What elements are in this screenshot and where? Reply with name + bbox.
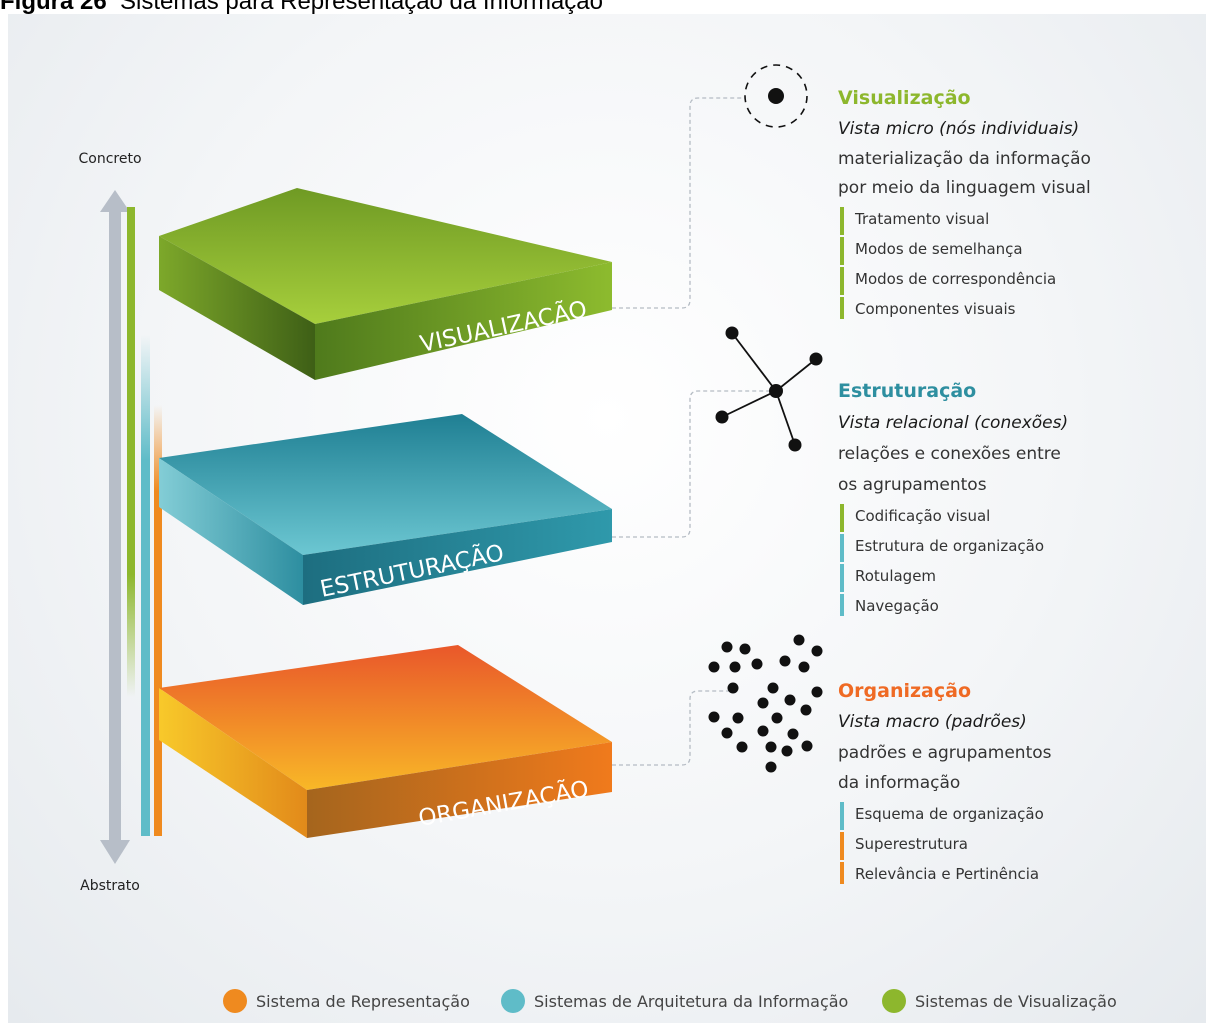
layer-top-face <box>159 188 612 324</box>
axis-shaft <box>109 208 121 848</box>
panel-desc-line: relações e conexões entre <box>838 444 1061 464</box>
connector-organizacao <box>612 690 740 766</box>
layer-top-face <box>159 645 612 790</box>
item-marker <box>840 207 844 235</box>
orange-system-bar <box>154 405 162 836</box>
panel-organizacao: Organização Vista macro (padrões) padrõe… <box>838 680 1052 884</box>
panel-subtitle: Vista relacional (conexões) <box>838 413 1068 433</box>
connectors <box>612 97 776 766</box>
legend-label: Sistema de Representação <box>256 992 470 1011</box>
connector-estruturacao <box>612 390 776 538</box>
item-marker <box>840 862 844 884</box>
panel-item: Navegação <box>855 597 939 615</box>
green-system-bar <box>127 207 135 697</box>
layer-estruturacao: ESTRUTURAÇÃO <box>159 414 612 605</box>
panel-title: Visualização <box>838 87 971 109</box>
panel-visualizacao: Visualização Vista micro (nós individuai… <box>838 87 1091 319</box>
panel-item: Modos de correspondência <box>855 270 1056 288</box>
layer-left-face <box>159 688 307 838</box>
legend-label: Sistemas de Visualização <box>915 992 1117 1011</box>
layer-organizacao: ORGANIZAÇÃO <box>159 645 612 838</box>
panel-estruturacao: Estruturação Vista relacional (conexões)… <box>838 380 1068 616</box>
item-marker <box>840 594 844 616</box>
panel-item: Esquema de organização <box>855 805 1044 823</box>
item-marker <box>840 297 844 319</box>
axis-arrowhead-down <box>100 840 130 864</box>
legend-swatch-orange <box>223 989 247 1013</box>
axis-bottom-label: Abstrato <box>80 878 140 894</box>
layer-front-face <box>303 509 612 605</box>
panel-subtitle: Vista macro (padrões) <box>838 712 1027 732</box>
figure-title: Figura 26 Sistemas para Representação da… <box>0 0 603 16</box>
figure-label: Figura 26 <box>0 0 107 15</box>
concrete-abstract-axis: Concreto Abstrato <box>78 151 141 894</box>
panel-item: Estrutura de organização <box>855 537 1044 555</box>
panel-desc-line: os agrupamentos <box>838 475 987 495</box>
panel-item: Tratamento visual <box>854 210 989 228</box>
panel-item: Superestrutura <box>855 835 968 853</box>
network-icon <box>715 326 823 452</box>
legend-swatch-green <box>882 989 906 1013</box>
layer-visualizacao: VISUALIZAÇÃO <box>159 188 612 380</box>
panel-item: Rotulagem <box>855 567 936 585</box>
panel-title: Estruturação <box>838 380 976 402</box>
panel-item: Componentes visuais <box>855 300 1016 318</box>
layer-front-face <box>307 742 612 838</box>
legend: Sistema de Representação Sistemas de Arq… <box>223 989 1117 1013</box>
axis-top-label: Concreto <box>78 151 141 167</box>
legend-label: Sistemas de Arquitetura da Informação <box>534 992 848 1011</box>
panel-subtitle: Vista micro (nós individuais) <box>838 119 1079 139</box>
panel-item: Modos de semelhança <box>855 240 1023 258</box>
teal-system-bar <box>141 335 150 836</box>
layer-top-face <box>159 414 612 555</box>
panel-item: Relevância e Pertinência <box>855 865 1039 883</box>
layer-left-face <box>159 458 303 605</box>
single-node-icon <box>744 64 808 128</box>
connector-visualizacao <box>612 97 745 309</box>
item-marker <box>840 564 844 592</box>
figure-caption: Sistemas para Representação da Informaçã… <box>120 0 603 15</box>
panel-title: Organização <box>838 680 971 702</box>
panel-desc-line: materialização da informação <box>838 149 1091 169</box>
item-marker <box>840 832 844 860</box>
legend-swatch-teal <box>501 989 525 1013</box>
dot-cluster-icon <box>708 634 823 773</box>
layer-left-face <box>159 236 315 380</box>
item-marker <box>840 237 844 265</box>
item-marker <box>840 802 844 830</box>
panel-desc-line: padrões e agrupamentos <box>838 743 1052 763</box>
axis-arrowhead-up <box>100 190 130 212</box>
item-marker <box>840 267 844 295</box>
panel-desc-line: por meio da linguagem visual <box>838 178 1091 198</box>
panel-item: Codificação visual <box>855 507 990 525</box>
item-marker <box>840 534 844 562</box>
item-marker <box>840 504 844 532</box>
layer-front-face <box>315 262 612 380</box>
panel-desc-line: da informação <box>838 773 960 793</box>
